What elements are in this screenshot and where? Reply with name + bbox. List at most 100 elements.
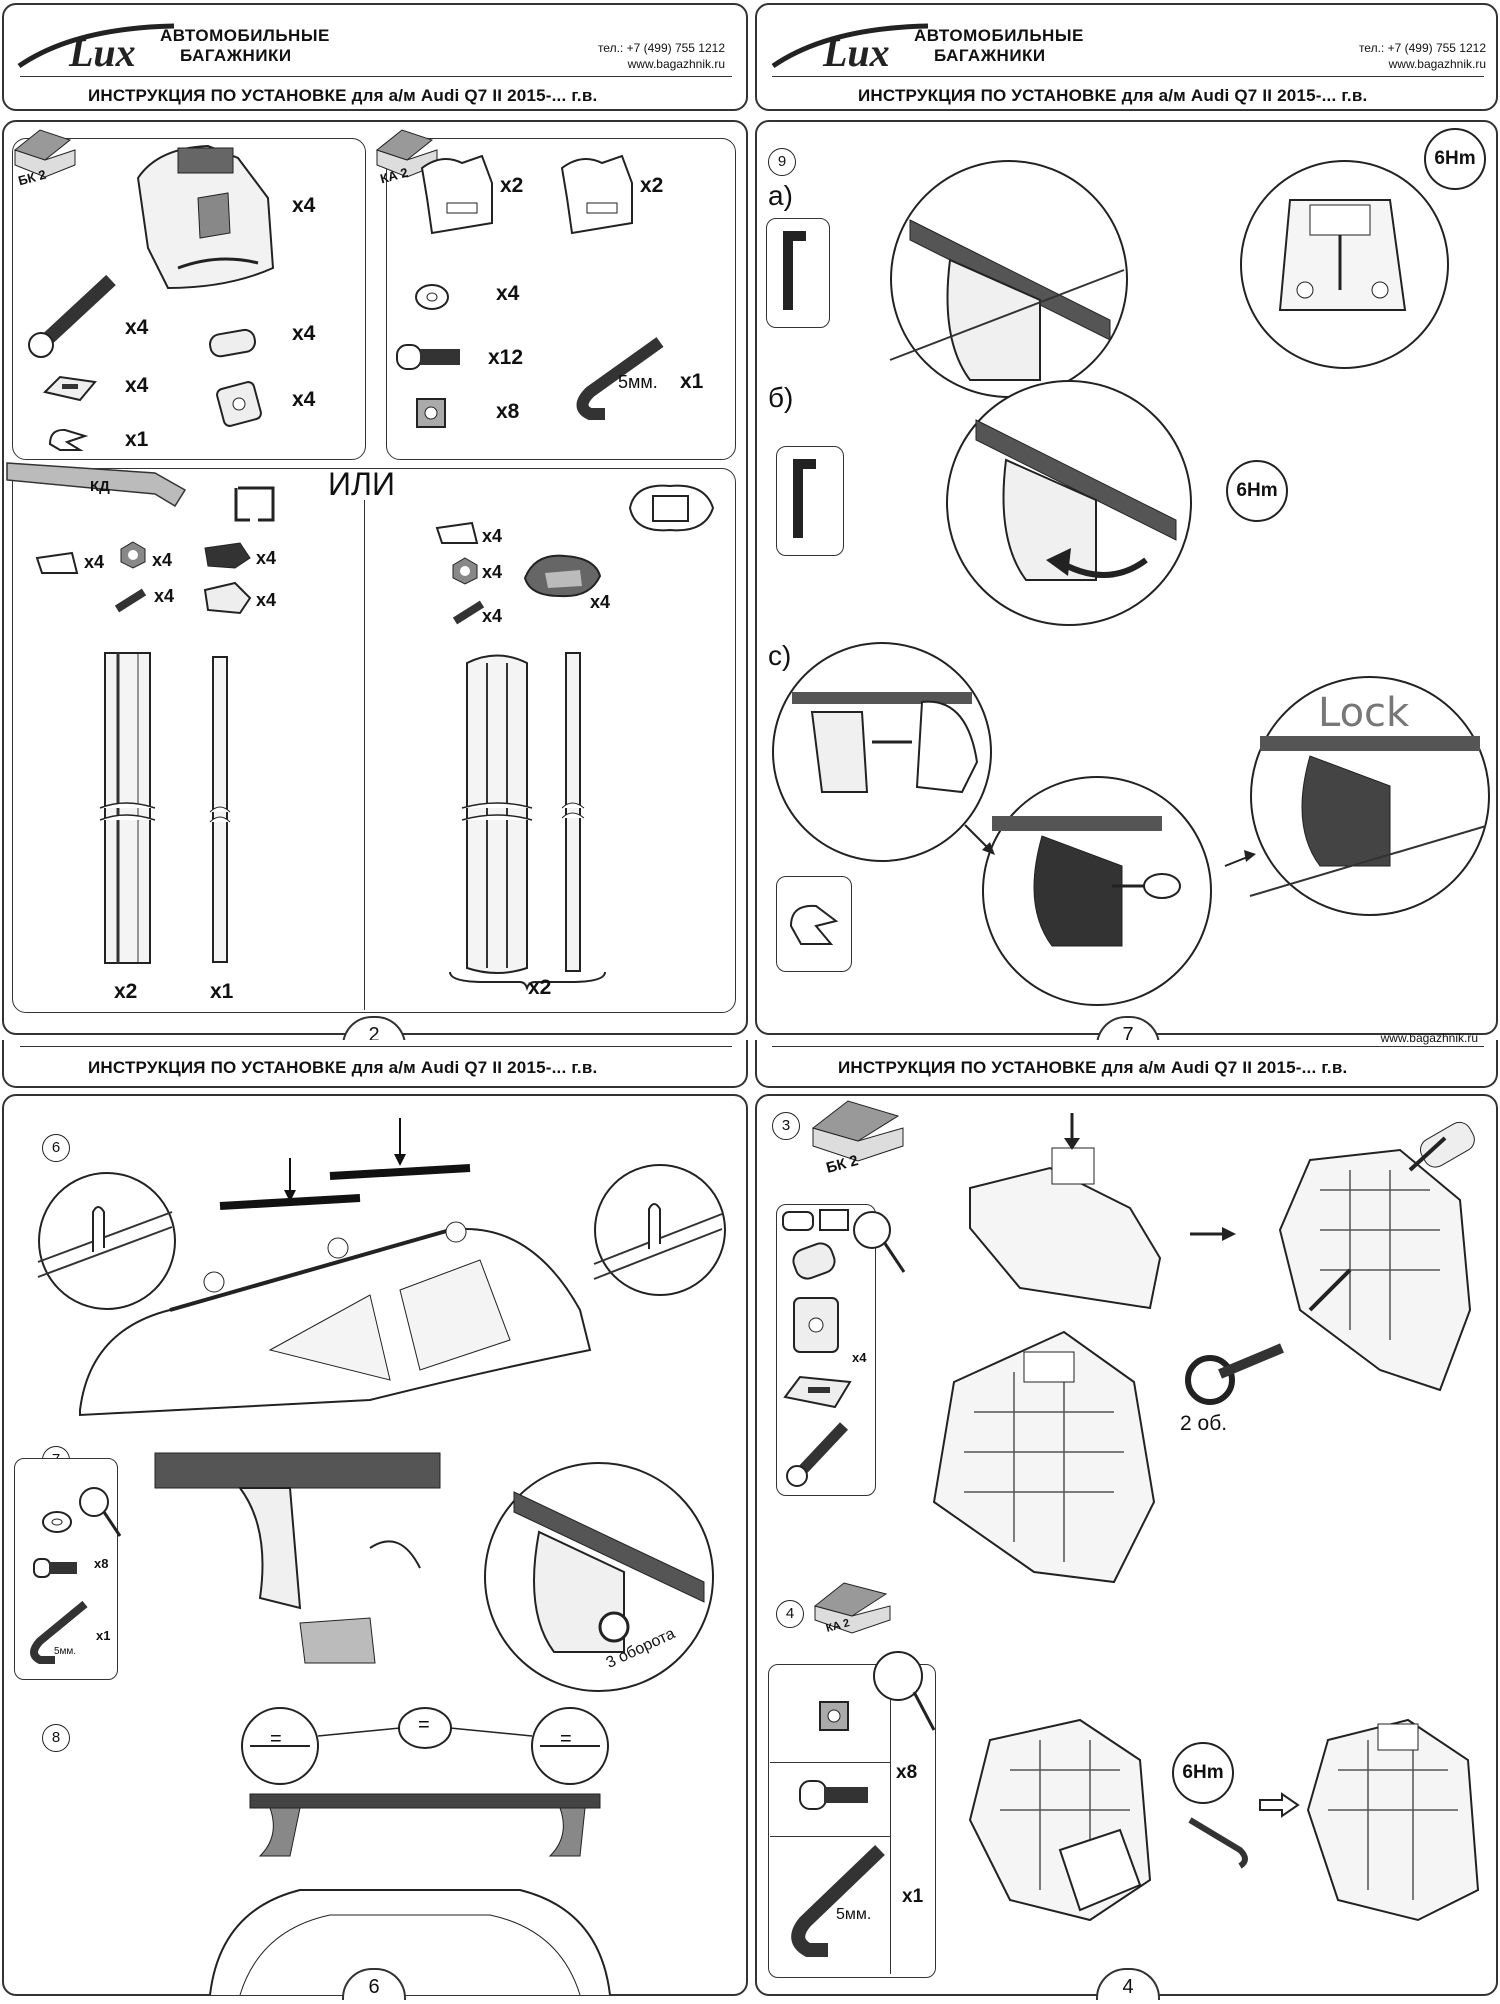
- qty-nut: x4: [152, 550, 173, 570]
- equal-spacing-icon: [241, 1707, 609, 1857]
- screw-icon: [114, 588, 147, 613]
- nut-icon: [452, 557, 478, 585]
- hex-key-icon: [791, 1844, 885, 1957]
- header-divider: [20, 1046, 732, 1047]
- profile-divider: [364, 500, 365, 1010]
- profile-label: КД: [90, 478, 110, 495]
- qty-washer: x4: [496, 282, 520, 305]
- or-label: ИЛИ: [328, 466, 395, 502]
- hex-key-icon: [783, 231, 806, 310]
- page-title: ИНСТРУКЦИЯ ПО УСТАНОВКЕ для а/м Audi Q7 …: [88, 1058, 598, 1077]
- plate-icon: [783, 1375, 852, 1409]
- header-divider: [772, 76, 1484, 77]
- box-icon: [13, 129, 76, 178]
- qty-hex-bolt: x12: [488, 346, 524, 369]
- page-title: ИНСТРУКЦИЯ ПО УСТАНОВКЕ для а/м Audi Q7 …: [88, 86, 598, 105]
- foot-cover-icon: [792, 692, 979, 794]
- rubber-strip-icon: [561, 652, 585, 972]
- square-nut-icon: [819, 1701, 849, 1731]
- step-number: 3: [772, 1112, 800, 1140]
- bracket-icon: [420, 154, 493, 235]
- torque-badge: 6Hm: [1226, 460, 1288, 522]
- qty-bracket-right: x2: [640, 174, 664, 197]
- plate-icon: [43, 375, 97, 402]
- arrow-outline-right-icon: [1259, 1792, 1300, 1818]
- roof-rack-foot-icon: [136, 144, 275, 290]
- pad-icon: [216, 381, 262, 427]
- qty-pin: x4: [292, 322, 316, 345]
- contact-info: тел.: +7 (499) 755 1212 www.bagazhnik.ru: [1358, 41, 1486, 71]
- crossbar-icon: [219, 1118, 471, 1210]
- arrow-icon: [964, 824, 995, 855]
- arrow-icon: [1224, 850, 1256, 867]
- foot-inner-mechanism-icon: [1278, 1121, 1475, 1392]
- lock-label: Lock: [1318, 690, 1410, 736]
- qty-hex-key: x1: [680, 370, 704, 393]
- detail-circle-rail-left: [38, 1172, 176, 1310]
- roof-rack-foot-icon: [889, 219, 1125, 381]
- page-title: ИНСТРУКЦИЯ ПО УСТАНОВКЕ для а/м Audi Q7 …: [838, 1058, 1348, 1077]
- qty-aero-end-cap: x4: [590, 592, 611, 612]
- parts-tile-divider: [770, 1836, 890, 1837]
- hex-key-icon: [30, 1600, 88, 1664]
- qty-hex-key: x1: [96, 1628, 111, 1643]
- lux-logo-icon: Lux: [17, 23, 175, 75]
- washer-icon: [42, 1511, 72, 1533]
- aero-profile-icon: [628, 484, 715, 532]
- qty-nut: x4: [482, 562, 503, 582]
- equal-sign: =: [270, 1728, 282, 1750]
- qty-hex-bolt: x8: [94, 1556, 109, 1571]
- roof-bar-profile-icon: [99, 652, 156, 964]
- contact-info: тел.: +7 (499) 755 1212 www.bagazhnik.ru: [597, 41, 725, 71]
- bracket-icon: [560, 154, 633, 235]
- pin-icon: [209, 328, 256, 358]
- qty-clip: x4: [84, 552, 105, 572]
- substep-a: а): [768, 180, 793, 211]
- hex-key-size: 5мм.: [54, 1646, 77, 1657]
- hex-bolt-icon: [33, 1558, 77, 1578]
- washer-icon: [415, 284, 449, 310]
- qty-bracket-left: x2: [500, 174, 524, 197]
- box-icon: [811, 1100, 904, 1162]
- substep-b: б): [768, 382, 794, 413]
- hex-key-icon: [1188, 1817, 1248, 1869]
- roof-rail-icon: [37, 1206, 173, 1278]
- hex-key-size: 5мм.: [618, 372, 658, 392]
- qty-key: x1: [125, 428, 149, 451]
- aero-end-cap-icon: [523, 554, 602, 598]
- header-divider: [20, 76, 732, 77]
- car-rear-icon: [209, 1889, 611, 1996]
- qty-end-cap: x4: [256, 548, 277, 568]
- roof-rack-foot-icon: [1249, 736, 1487, 897]
- hex-key-icon: [576, 337, 664, 420]
- clip-icon: [35, 551, 79, 574]
- nut-icon: [120, 541, 146, 569]
- lux-logo-icon: Lux: [771, 23, 929, 75]
- roof-rack-foot-icon: [513, 1491, 705, 1653]
- qty-pad: x4: [292, 388, 316, 411]
- roof-rack-foot-icon: [975, 419, 1177, 581]
- equal-sign: =: [418, 1714, 430, 1736]
- qty-parts: x4: [852, 1350, 867, 1365]
- header-divider: [772, 1046, 1484, 1047]
- box-icon: [813, 1582, 891, 1634]
- page-title: ИНСТРУКЦИЯ ПО УСТАНОВКЕ для а/м Audi Q7 …: [858, 86, 1368, 105]
- turns-label: 2 об.: [1180, 1412, 1228, 1435]
- foot-assembly-icon: [969, 1113, 1162, 1310]
- brand-name: АВТОМОБИЛЬНЫЕ БАГАЖНИКИ: [914, 26, 1084, 65]
- qty-bolt: x4: [125, 316, 149, 339]
- magnifier-icon: [79, 1487, 122, 1537]
- hex-bolt-icon: [396, 344, 460, 370]
- page-number: 4: [1096, 1968, 1160, 2000]
- substep-c: с): [768, 640, 792, 671]
- roof-rack-foot-icon: [992, 816, 1181, 947]
- step-number: 4: [776, 1600, 804, 1628]
- long-bolt-icon: [28, 274, 116, 358]
- car-roof-icon: [79, 1221, 592, 1417]
- step-number: 6: [42, 1134, 70, 1162]
- parts-tile-divider: [890, 1666, 891, 1974]
- parts-tile-divider: [770, 1762, 890, 1763]
- website-text: www.bagazhnik.ru: [1380, 1031, 1478, 1045]
- qty-hex-key: x1: [902, 1886, 924, 1907]
- qty-plate: x4: [125, 374, 149, 397]
